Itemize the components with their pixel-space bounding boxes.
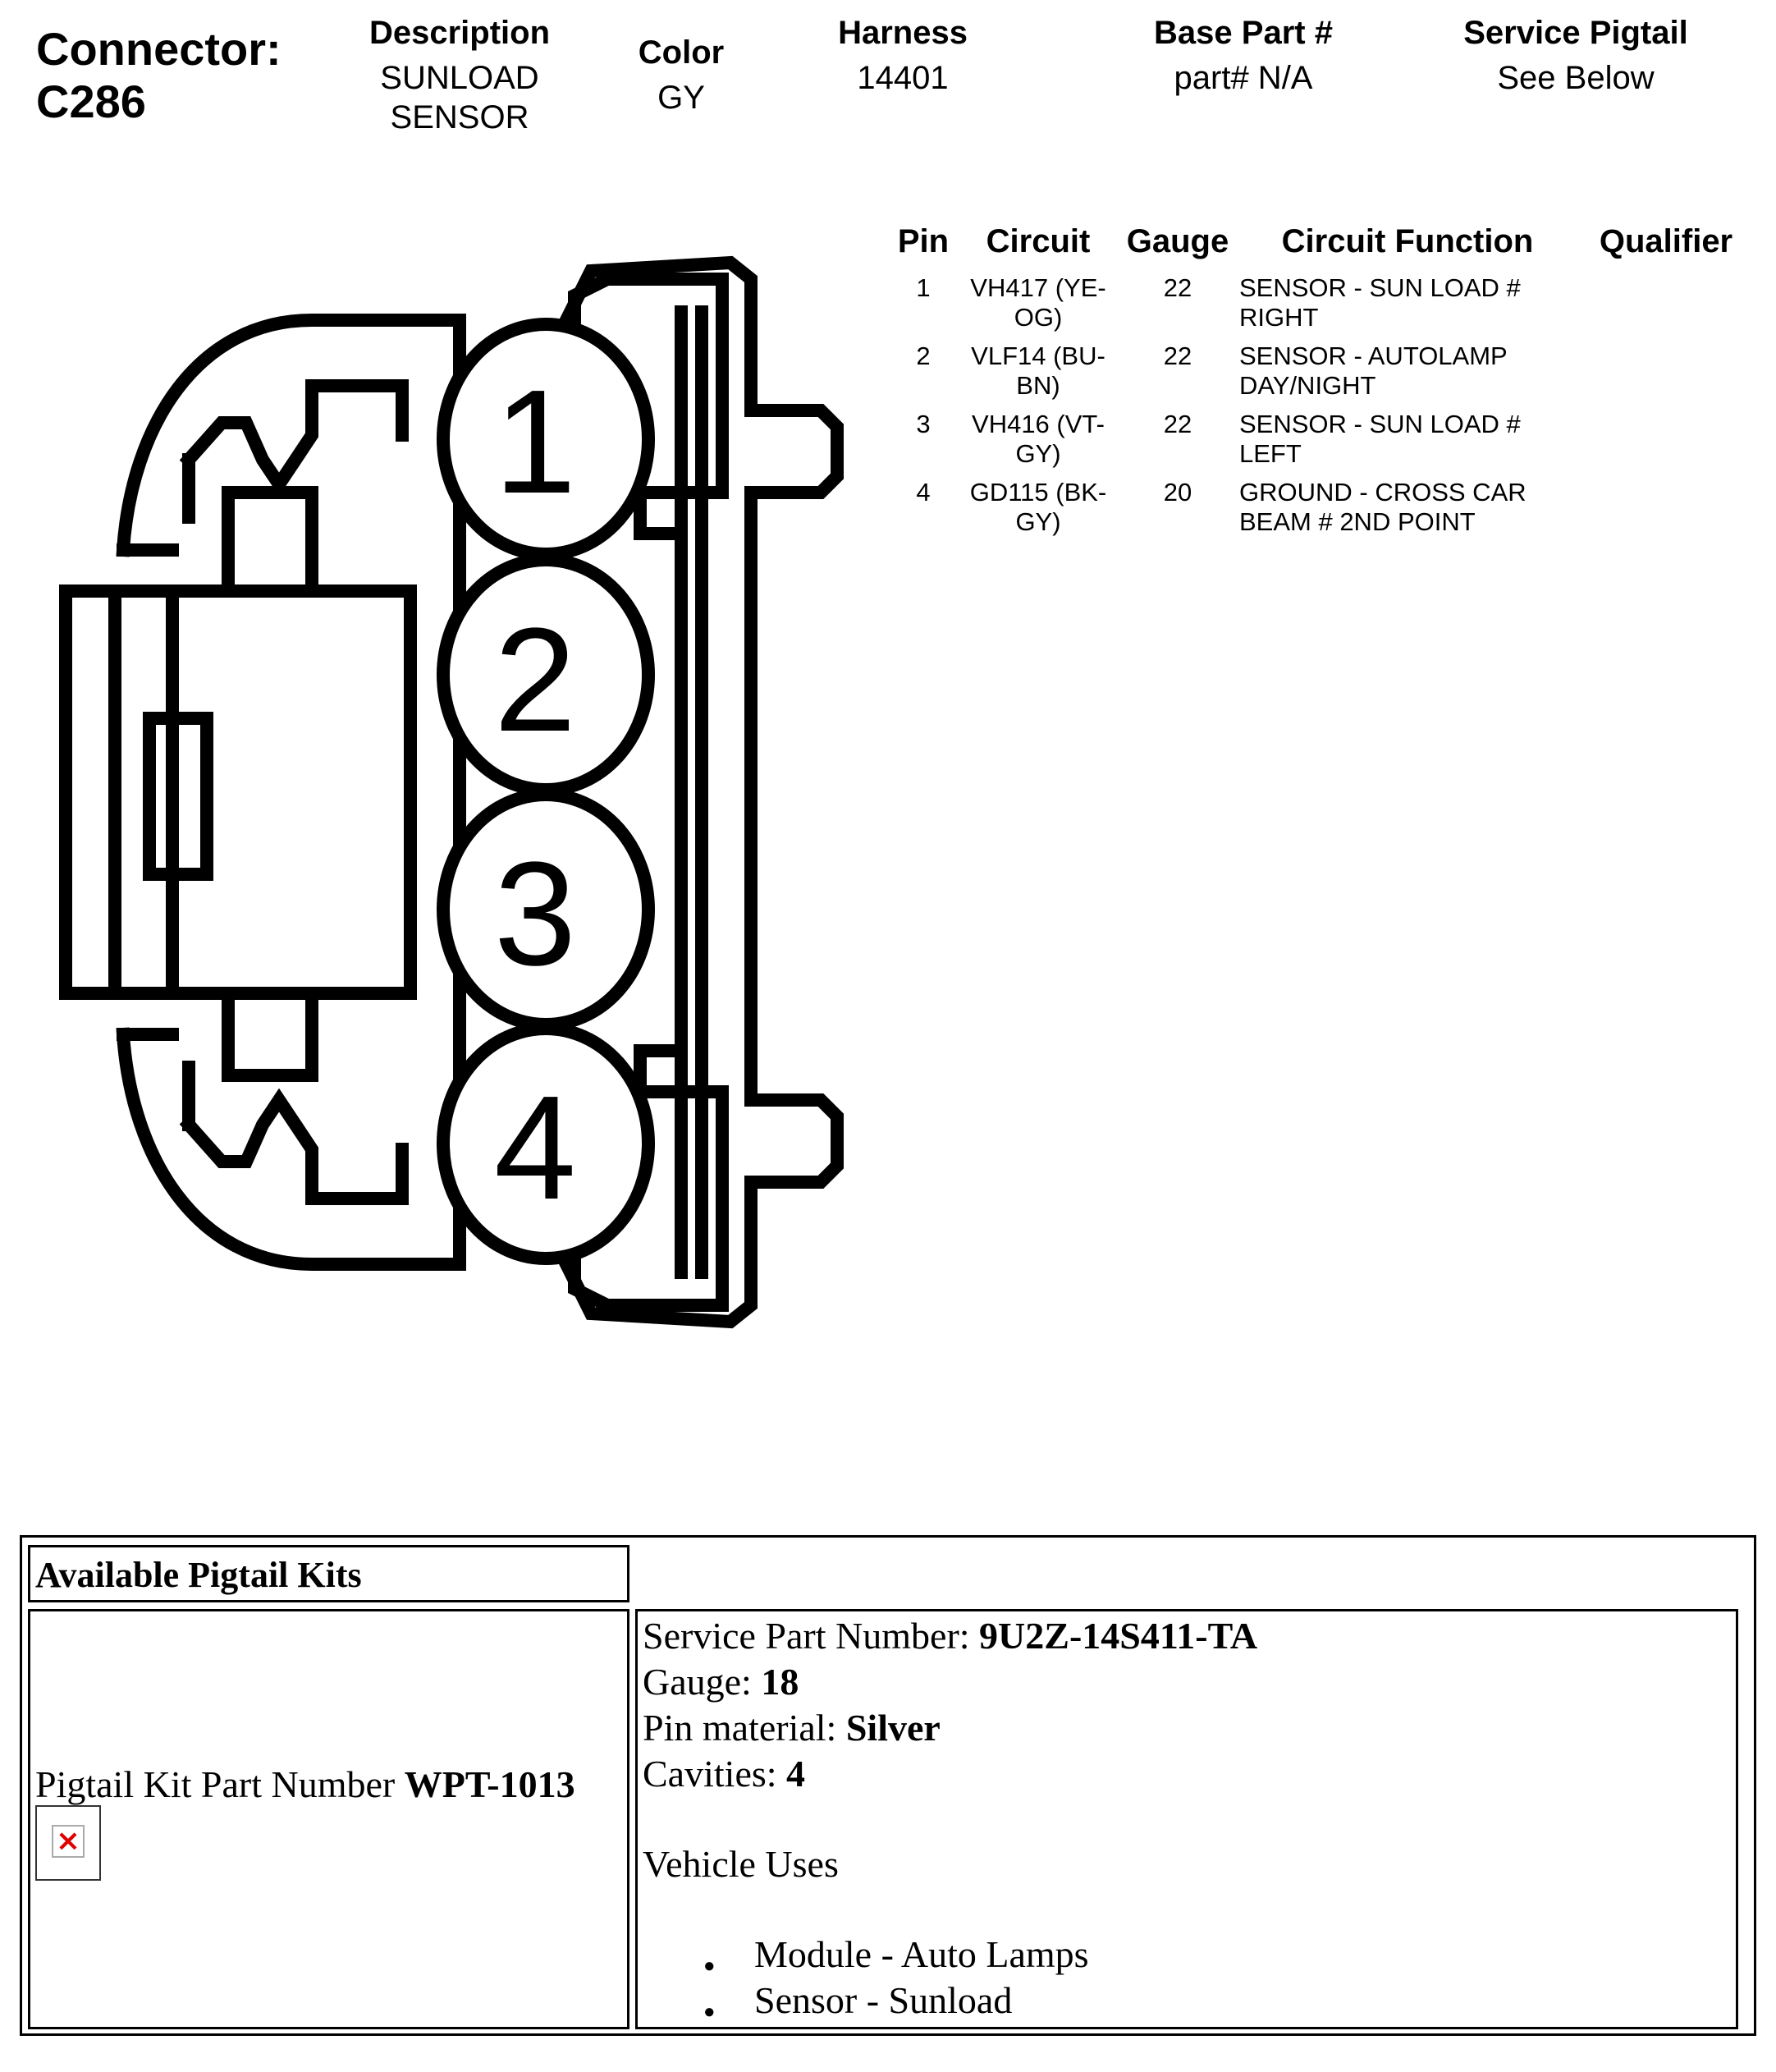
connector-heading: Connector: C286 bbox=[36, 23, 282, 128]
base-part-value: part# N/A bbox=[1174, 60, 1313, 96]
vehicle-uses-list: ● Module - Auto Lamps ● Sensor - Sunload bbox=[703, 1932, 1257, 2024]
pin-table-row-3-circuit: VH416 (VT- GY) bbox=[960, 410, 1116, 469]
broken-image-x-icon: × bbox=[52, 1825, 85, 1858]
service-part-label: Service Part Number: bbox=[643, 1615, 980, 1657]
function-line: LEFT bbox=[1239, 439, 1302, 468]
housing-outline bbox=[116, 314, 466, 557]
function-line: GROUND - CROSS CAR bbox=[1239, 478, 1527, 507]
pigtail-table bbox=[20, 1535, 1756, 2036]
function-line: BEAM # 2ND POINT bbox=[1239, 507, 1476, 536]
bullet-icon: ● bbox=[703, 2001, 716, 2023]
cavity-label-1: 1 bbox=[494, 360, 576, 525]
broken-image-icon: × bbox=[35, 1805, 101, 1881]
cavity-label-2: 2 bbox=[494, 598, 576, 763]
color-label: Color bbox=[638, 34, 725, 71]
vehicle-use-item: ● Module - Auto Lamps bbox=[703, 1932, 1257, 1978]
pin-table-row-3-gauge: 22 bbox=[1163, 410, 1192, 438]
pin-header: Pin bbox=[897, 223, 950, 259]
vehicle-use-text: Sensor - Sunload bbox=[754, 1979, 1013, 2021]
harness-label: Harness bbox=[838, 15, 968, 51]
circuit-line: VH416 (VT- bbox=[972, 410, 1105, 438]
function-line: SENSOR - SUN LOAD # bbox=[1239, 273, 1521, 302]
color-column: Color GY bbox=[607, 34, 755, 117]
service-part-number-line: Service Part Number: 9U2Z-14S411-TA bbox=[643, 1613, 1257, 1659]
qualifier-header: Qualifier bbox=[1599, 223, 1733, 259]
base-part-column: Base Part # part# N/A bbox=[1108, 15, 1379, 98]
pin-material-value: Silver bbox=[845, 1707, 941, 1749]
circuit-header: Circuit bbox=[986, 223, 1091, 259]
pigtail-title-cell: Available Pigtail Kits bbox=[28, 1545, 629, 1602]
pin-table-row-4-circuit: GD115 (BK- GY) bbox=[960, 478, 1116, 537]
vehicle-use-text: Module - Auto Lamps bbox=[754, 1933, 1089, 1975]
pin-table-row-4-gauge: 20 bbox=[1163, 478, 1192, 507]
pin-table-row-1-circuit: VH417 (YE- OG) bbox=[960, 273, 1116, 332]
cavities-value: 4 bbox=[786, 1753, 806, 1795]
pigtail-details-cell: Service Part Number: 9U2Z-14S411-TA Gaug… bbox=[635, 1609, 1738, 2029]
lower-latch bbox=[179, 1088, 409, 1205]
service-pigtail-label: Service Pigtail bbox=[1463, 15, 1688, 51]
pin-table-row-1-function: SENSOR - SUN LOAD # RIGHT bbox=[1239, 273, 1576, 332]
gauge-header: Gauge bbox=[1126, 223, 1229, 259]
service-part-value: 9U2Z-14S411-TA bbox=[979, 1615, 1258, 1657]
gauge-label: Gauge: bbox=[643, 1661, 762, 1703]
pin-table-row-4-pin: 4 bbox=[916, 478, 931, 507]
pigtail-title: Available Pigtail Kits bbox=[35, 1555, 362, 1595]
bullet-icon: ● bbox=[703, 1955, 716, 1977]
pin-table-row-2-circuit: VLF14 (BU- BN) bbox=[960, 342, 1116, 401]
cavities-label: Cavities: bbox=[643, 1753, 787, 1795]
connector-id: C286 bbox=[36, 76, 146, 127]
right-tab-frame bbox=[557, 255, 844, 1329]
upper-latch bbox=[179, 379, 409, 497]
pin-table-row-2-pin: 2 bbox=[916, 342, 931, 370]
function-line: DAY/NIGHT bbox=[1239, 371, 1376, 400]
function-line: RIGHT bbox=[1239, 303, 1319, 332]
harness-column: Harness 14401 bbox=[788, 15, 1018, 98]
pigtail-details: Service Part Number: 9U2Z-14S411-TA Gaug… bbox=[643, 1613, 1257, 2024]
circuit-line: GY) bbox=[1015, 439, 1061, 468]
pigtail-kit-label: Pigtail Kit Part Number bbox=[35, 1763, 405, 1805]
connector-label: Connector: bbox=[36, 23, 282, 75]
pin-table-row-4-function: GROUND - CROSS CAR BEAM # 2ND POINT bbox=[1239, 478, 1576, 537]
gauge-value: 18 bbox=[761, 1661, 799, 1703]
connector-body bbox=[59, 584, 417, 1000]
color-value: GY bbox=[657, 80, 705, 116]
function-line: SENSOR - AUTOLAMP bbox=[1239, 342, 1508, 370]
pin-table-row-3-pin: 3 bbox=[916, 410, 931, 438]
pin-table-row-3-function: SENSOR - SUN LOAD # LEFT bbox=[1239, 410, 1576, 469]
circuit-line: GY) bbox=[1015, 507, 1061, 536]
key-slot bbox=[143, 712, 213, 881]
service-pigtail-column: Service Pigtail See Below bbox=[1428, 15, 1723, 98]
description-value-line-2: SENSOR bbox=[390, 99, 529, 135]
circuit-line: BN) bbox=[1016, 371, 1060, 400]
pin-material-line: Pin material: Silver bbox=[643, 1705, 1257, 1751]
pin-table-row-2-function: SENSOR - AUTOLAMP DAY/NIGHT bbox=[1239, 342, 1576, 401]
circuit-line: VLF14 (BU- bbox=[971, 342, 1105, 370]
circuit-function-header: Circuit Function bbox=[1281, 223, 1534, 259]
circuit-line: VH417 (YE- bbox=[970, 273, 1106, 302]
pin-table-row-2-gauge: 22 bbox=[1163, 342, 1192, 370]
pin-table-row-1-pin: 1 bbox=[916, 273, 931, 302]
pin-material-label: Pin material: bbox=[643, 1707, 846, 1749]
circuit-line: OG) bbox=[1014, 303, 1063, 332]
circuit-line: GD115 (BK- bbox=[969, 478, 1107, 507]
pigtail-kit-part-number: Pigtail Kit Part Number WPT-1013 bbox=[35, 1763, 575, 1806]
connector-face-diagram: 1 2 3 4 bbox=[59, 255, 844, 1329]
vehicle-uses-label: Vehicle Uses bbox=[643, 1843, 839, 1885]
description-value-line-1: SUNLOAD bbox=[380, 60, 539, 96]
pigtail-kit-number: WPT-1013 bbox=[404, 1763, 575, 1805]
cavity-label-3: 3 bbox=[494, 832, 576, 997]
gauge-line: Gauge: 18 bbox=[643, 1659, 1257, 1705]
base-part-label: Base Part # bbox=[1154, 15, 1333, 51]
cavity-label-4: 4 bbox=[494, 1066, 576, 1231]
cavity-4 bbox=[437, 1022, 655, 1265]
description-column: Description SUNLOAD SENSOR bbox=[328, 15, 591, 137]
pin-table-row-1-gauge: 22 bbox=[1163, 273, 1192, 302]
harness-value: 14401 bbox=[857, 60, 949, 96]
service-pigtail-value: See Below bbox=[1497, 60, 1655, 96]
description-label: Description bbox=[368, 15, 551, 51]
vehicle-use-item: ● Sensor - Sunload bbox=[703, 1978, 1257, 2024]
pigtail-kit-cell: Pigtail Kit Part Number WPT-1013 × bbox=[28, 1609, 629, 2029]
cavities-line: Cavities: 4 bbox=[643, 1751, 1257, 1797]
function-line: SENSOR - SUN LOAD # bbox=[1239, 410, 1521, 438]
